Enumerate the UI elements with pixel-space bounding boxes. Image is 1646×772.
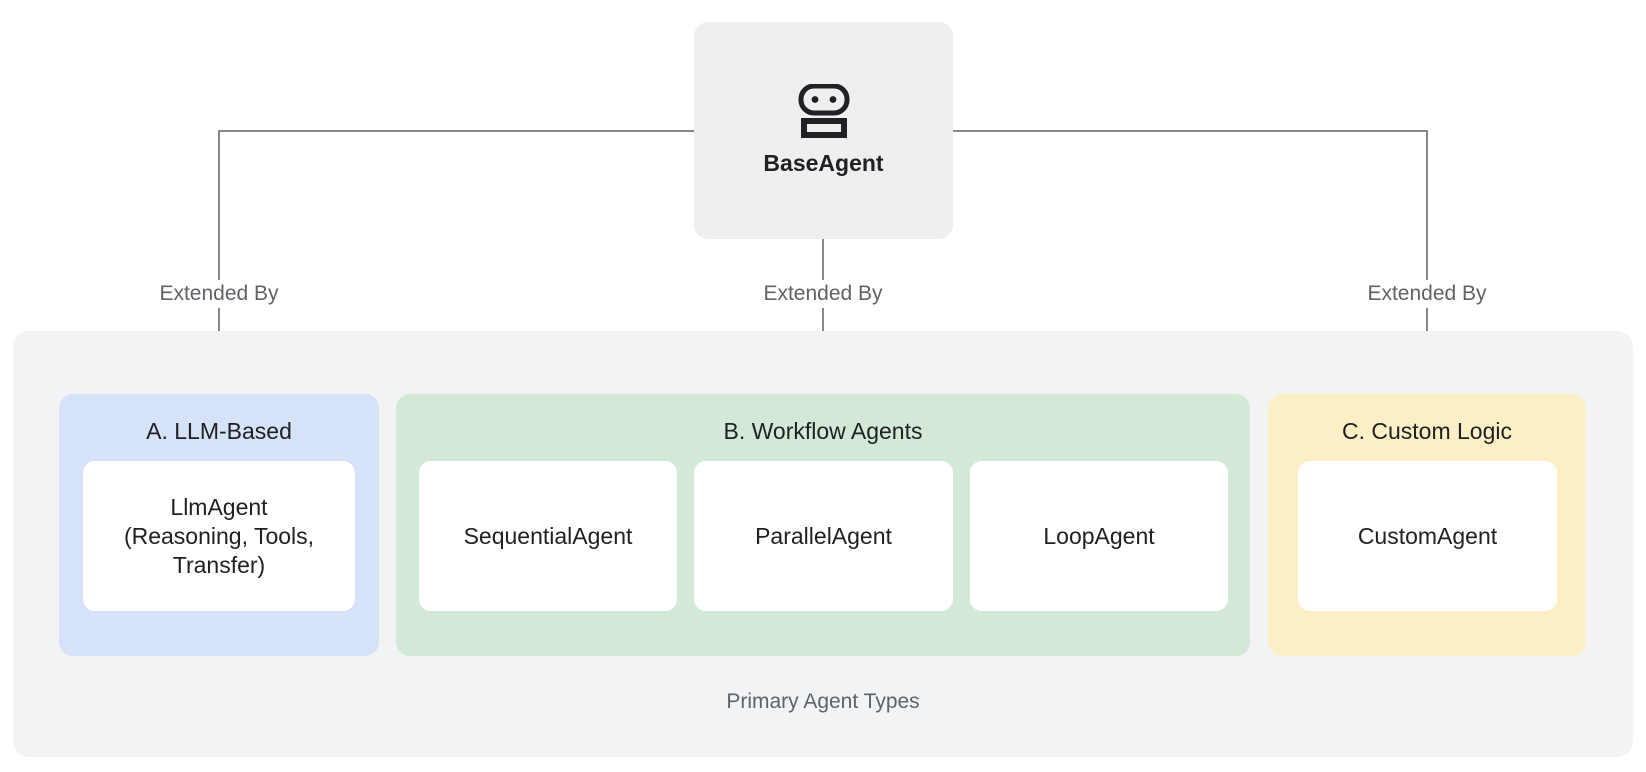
card-loop-agent: LoopAgent (970, 461, 1228, 611)
card-parallel-agent: ParallelAgent (694, 461, 953, 611)
group-title-llm-based: A. LLM-Based (146, 418, 292, 444)
card-llm-agent: LlmAgent (Reasoning, Tools, Transfer) (83, 461, 355, 611)
base-agent-label: BaseAgent (763, 150, 884, 176)
edge-label-custom: Extended By (1363, 280, 1491, 308)
base-agent-node: BaseAgent (694, 22, 953, 239)
card-sequential-agent: SequentialAgent (419, 461, 677, 611)
card-custom-agent: CustomAgent (1298, 461, 1557, 611)
group-title-workflow-agents: B. Workflow Agents (723, 418, 923, 444)
edge-label-workflow: Extended By (759, 280, 887, 308)
region-label: Primary Agent Types (726, 690, 920, 713)
edge-label-llm: Extended By (155, 280, 283, 308)
group-title-custom-logic: C. Custom Logic (1341, 418, 1512, 444)
robot-icon (798, 84, 849, 138)
